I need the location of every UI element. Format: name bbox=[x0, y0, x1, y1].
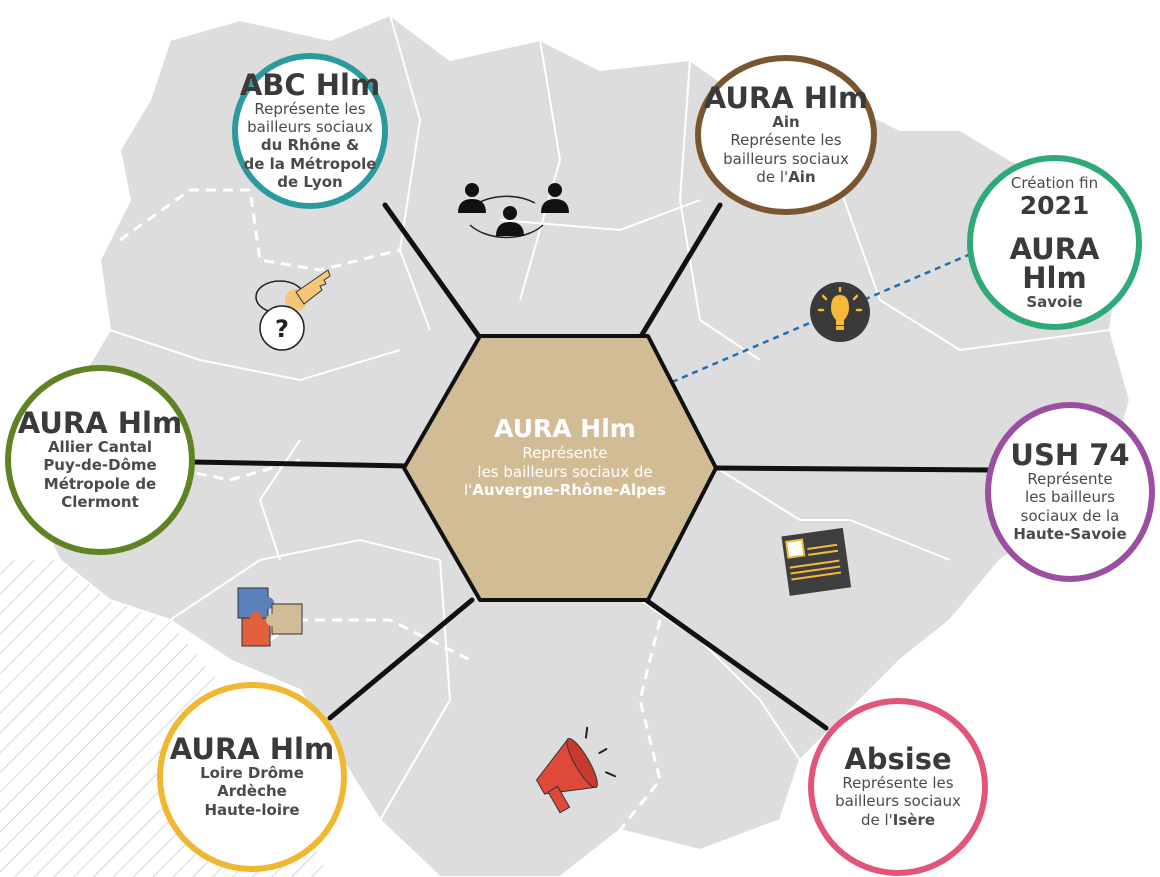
svg-text:?: ? bbox=[275, 315, 289, 343]
node-absise-line1: Représente les bbox=[842, 774, 954, 793]
node-absise-line3-prefix: de l' bbox=[860, 810, 893, 829]
node-allier-line2: Puy-de-Dôme bbox=[43, 456, 157, 475]
node-ain-title: AURA Hlm bbox=[703, 80, 869, 115]
node-ush74-line4: Haute-Savoie bbox=[1013, 524, 1127, 543]
node-loire-line3: Haute-loire bbox=[204, 800, 300, 819]
node-allier-line4: Clermont bbox=[61, 492, 139, 511]
node-abc-line4: de la Métropole bbox=[243, 154, 377, 173]
node-abc-hlm: ABC Hlm Représente les bailleurs sociaux… bbox=[232, 53, 388, 209]
node-ush74-line2: les bailleurs bbox=[1025, 488, 1115, 507]
node-savoie-line2: Savoie bbox=[1026, 292, 1083, 311]
center-hexagon bbox=[402, 334, 718, 602]
node-abc-line3: du Rhône & bbox=[260, 136, 360, 155]
center-line1: Représente bbox=[522, 443, 608, 462]
puzzle-icon bbox=[237, 587, 303, 647]
document-icon bbox=[781, 527, 852, 596]
node-ain-line1: Ain bbox=[772, 112, 800, 131]
node-ush74-line3: sociaux de la bbox=[1020, 506, 1120, 525]
center-label: AURA Hlm Représente les bailleurs sociau… bbox=[430, 414, 700, 500]
node-aura-savoie: Création fin 2021 AURA Hlm Savoie bbox=[967, 155, 1142, 330]
department-borders bbox=[109, 14, 1111, 821]
people-network-icon bbox=[458, 183, 569, 239]
node-savoie-title: AURA Hlm bbox=[1009, 231, 1100, 295]
node-ush74-title: USH 74 bbox=[1010, 437, 1130, 472]
node-ush74: USH 74 Représente les bailleurs sociaux … bbox=[985, 402, 1155, 582]
node-absise-title: Absise bbox=[844, 742, 952, 777]
center-title: AURA Hlm bbox=[494, 414, 636, 443]
node-ain-line4: de l'Ain bbox=[756, 168, 815, 186]
megaphone-icon bbox=[535, 726, 617, 814]
node-abc-line2: bailleurs sociaux bbox=[247, 118, 373, 137]
lightbulb-icon bbox=[810, 282, 870, 342]
node-abc-title: ABC Hlm bbox=[239, 67, 381, 102]
node-absise-line3-bold: Isère bbox=[892, 810, 936, 829]
node-savoie-line1: Création fin bbox=[1010, 173, 1099, 192]
node-ain-line4-bold: Ain bbox=[788, 167, 816, 186]
connector-lines bbox=[190, 202, 993, 731]
center-line3-bold: Auvergne-Rhône-Alpes bbox=[472, 481, 666, 500]
center-line3-prefix: l' bbox=[464, 481, 473, 500]
node-absise: Absise Représente les bailleurs sociaux … bbox=[808, 698, 988, 876]
node-loire-line2: Ardèche bbox=[217, 782, 287, 801]
node-absise-line3: de l'Isère bbox=[861, 811, 935, 829]
node-abc-line1: Représente les bbox=[254, 99, 366, 118]
node-allier-title: AURA Hlm bbox=[17, 405, 183, 440]
node-aura-loire: AURA Hlm Loire Drôme Ardèche Haute-loire bbox=[157, 682, 347, 872]
node-ush74-line1: Représente bbox=[1027, 469, 1113, 488]
node-ain-line4-prefix: de l' bbox=[756, 167, 789, 186]
node-ain-line2: Représente les bbox=[730, 131, 842, 150]
node-loire-line1: Loire Drôme bbox=[200, 764, 304, 783]
node-abc-line5: de Lyon bbox=[277, 172, 343, 191]
center-line2: les bailleurs sociaux de bbox=[477, 462, 653, 481]
key-question-icon: ? bbox=[255, 269, 331, 351]
node-savoie-year: 2021 bbox=[1019, 190, 1090, 220]
node-ain-line3: bailleurs sociaux bbox=[723, 149, 849, 168]
node-aura-allier: AURA Hlm Allier Cantal Puy-de-Dôme Métro… bbox=[5, 365, 195, 555]
node-loire-title: AURA Hlm bbox=[169, 732, 335, 767]
node-aura-ain: AURA Hlm Ain Représente les bailleurs so… bbox=[695, 55, 877, 215]
node-allier-line3: Métropole de bbox=[43, 474, 157, 493]
node-absise-line2: bailleurs sociaux bbox=[835, 792, 961, 811]
center-line3: l'Auvergne-Rhône-Alpes bbox=[430, 481, 700, 500]
node-allier-line1: Allier Cantal bbox=[47, 437, 153, 456]
